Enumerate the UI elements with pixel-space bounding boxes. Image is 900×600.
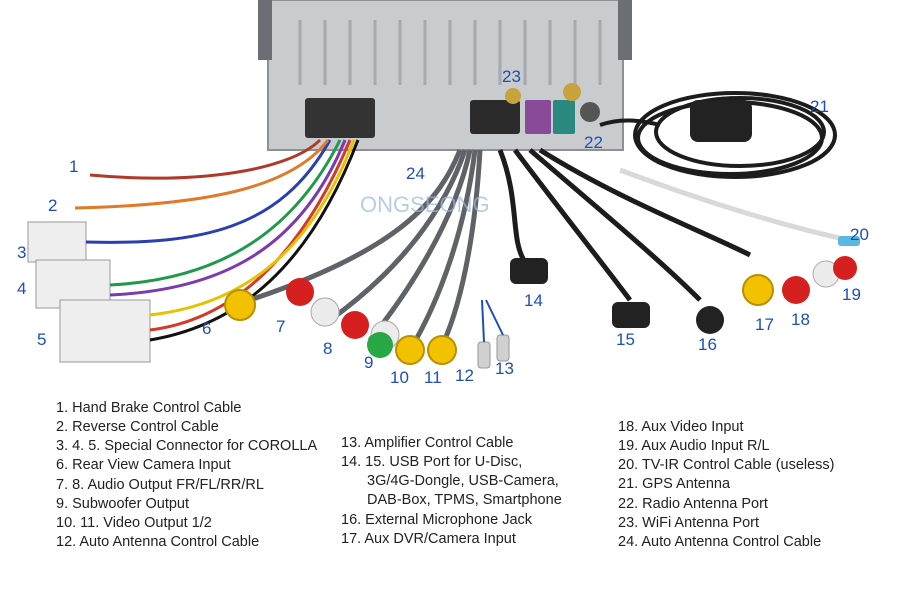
legend-column-3: 18. Aux Video Input 19. Aux Audio Input … (618, 418, 835, 552)
callout-13: 13 (495, 359, 514, 378)
head-unit-chassis (258, 0, 632, 151)
callout-7: 7 (276, 317, 286, 336)
legend-item: 24. Auto Antenna Control Cable (618, 533, 822, 550)
legend-item: 23. WiFi Antenna Port (618, 514, 760, 531)
legend-item: 20. TV-IR Control Cable (useless) (618, 457, 835, 474)
gps-antenna-coil (599, 91, 837, 179)
aux-rca-plugs (742, 256, 857, 306)
usb-port-plug-2 (612, 302, 650, 328)
callout-18: 18 (791, 310, 810, 329)
usb-port-plug (510, 258, 548, 284)
legend-item: 3G/4G-Dongle, USB-Camera, (367, 473, 559, 490)
watermark: ONGSEONG (360, 192, 490, 217)
legend-item: 17. Aux DVR/Camera Input (341, 530, 516, 547)
callout-6: 6 (202, 319, 212, 338)
antenna-control-pin (477, 341, 491, 369)
harness-illustration: ONGSEONG (27, 0, 860, 369)
mic-jack (696, 306, 724, 334)
legend-column-2: 13. Amplifier Control Cable 14. 15. USB … (341, 434, 562, 549)
legend-item: 7. 8. Audio Output FR/FL/RR/RL (56, 476, 264, 493)
legend-item: 1. Hand Brake Control Cable (56, 400, 242, 416)
callout-9: 9 (364, 353, 374, 372)
callout-4: 4 (17, 279, 27, 298)
callout-3: 3 (17, 243, 27, 262)
legend-item: 2. Reverse Control Cable (56, 419, 219, 436)
gps-antenna-puck (690, 100, 752, 142)
callout-20: 20 (850, 225, 869, 244)
amplifier-control-pin (496, 334, 510, 362)
legend-item: 18. Aux Video Input (618, 419, 744, 435)
corolla-connectors (27, 221, 151, 363)
callout-8: 8 (323, 339, 333, 358)
legend-item: 21. GPS Antenna (618, 476, 731, 493)
callout-15: 15 (616, 330, 635, 349)
usb-and-mic-cables (497, 147, 752, 302)
legend-item: 6. Rear View Camera Input (56, 457, 231, 474)
callout-21: 21 (810, 97, 829, 116)
legend-item: 9. Subwoofer Output (56, 495, 189, 512)
callout-5: 5 (37, 330, 47, 349)
legend-item: 10. 11. Video Output 1/2 (56, 514, 212, 531)
legend-item: 3. 4. 5. Special Connector for COROLLA (56, 438, 318, 455)
legend-item: 16. External Microphone Jack (341, 511, 533, 528)
callout-1: 1 (69, 157, 79, 176)
callout-11: 11 (424, 368, 442, 387)
legend-item: 22. Radio Antenna Port (618, 495, 768, 512)
callout-23: 23 (502, 67, 521, 86)
wire-bundle (74, 138, 360, 342)
callout-10: 10 (390, 368, 409, 387)
callout-2: 2 (48, 196, 58, 215)
callout-24: 24 (406, 164, 425, 183)
callout-17: 17 (755, 315, 774, 334)
legend-item: DAB-Box, TPMS, Smartphone (367, 492, 562, 509)
callout-12: 12 (455, 366, 474, 385)
callout-14: 14 (524, 291, 543, 310)
legend-item: 13. Amplifier Control Cable (341, 435, 514, 451)
callout-22: 22 (584, 133, 603, 152)
ir-sensor (838, 236, 860, 246)
legend-item: 12. Auto Antenna Control Cable (56, 533, 260, 550)
legend-item: 19. Aux Audio Input R/L (618, 438, 770, 455)
legend-column-1: 1. Hand Brake Control Cable 2. Reverse C… (56, 399, 317, 552)
callout-16: 16 (698, 335, 717, 354)
callout-19: 19 (842, 285, 861, 304)
legend-item: 14. 15. USB Port for U-Disc, (341, 454, 523, 471)
rca-plugs (224, 278, 457, 365)
ir-cable (619, 167, 849, 243)
